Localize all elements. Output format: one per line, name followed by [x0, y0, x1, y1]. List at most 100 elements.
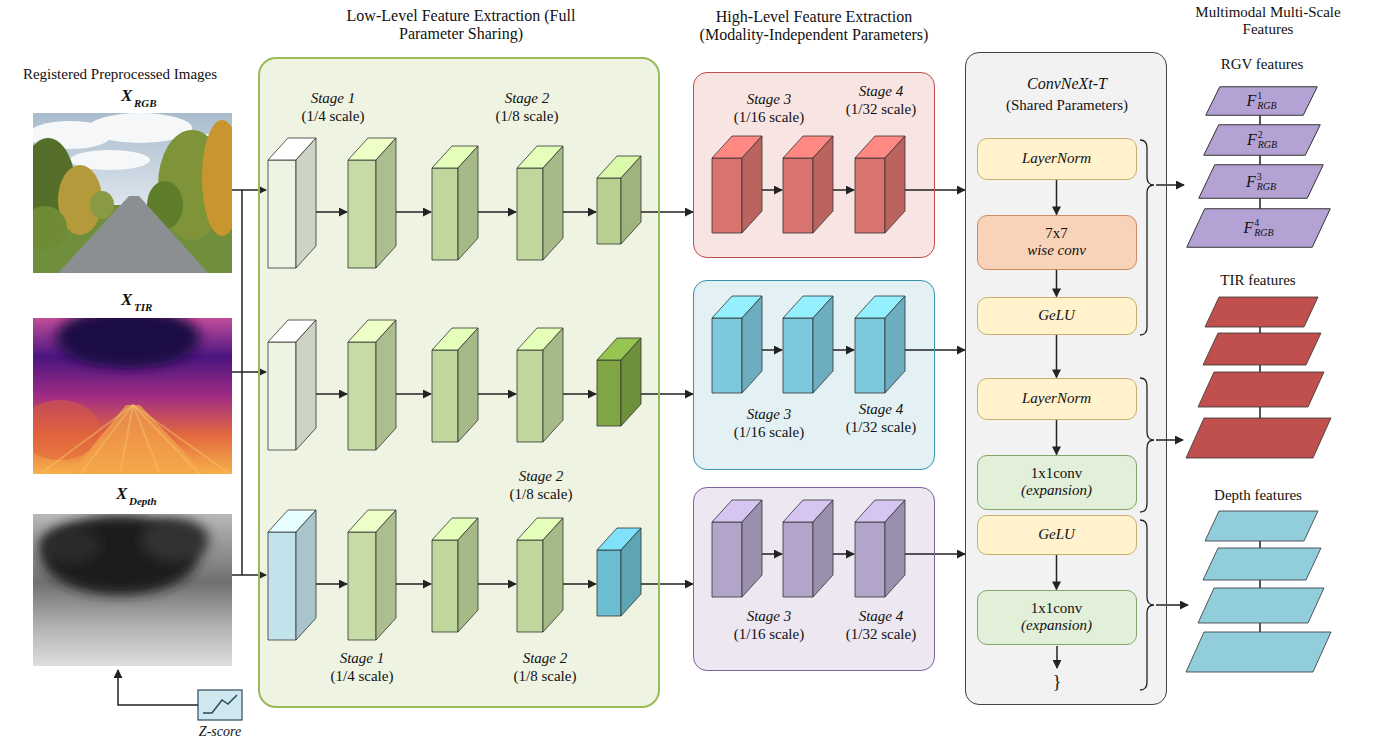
- text-holder: (1/16 scale): [734, 626, 804, 643]
- text-holder: (1/32 scale): [846, 626, 916, 643]
- operation-box: 1x1conv(expansion): [977, 590, 1137, 645]
- label-holder: (1/4 scale): [331, 668, 394, 685]
- input-symbol: X: [116, 484, 127, 504]
- block-top: [855, 500, 905, 522]
- normalization-label: Z-score: [199, 724, 241, 740]
- sky: [33, 113, 232, 273]
- stage-arrow: [762, 349, 782, 351]
- feature-scale: 2: [1258, 130, 1263, 140]
- input-subscript: TIR: [134, 301, 152, 314]
- tree: [202, 120, 232, 236]
- depth-ground: [33, 514, 232, 666]
- output-arrow: [1156, 184, 1184, 186]
- input-arrow: [232, 371, 266, 373]
- flow-arrow: [1056, 420, 1058, 455]
- tree: [33, 206, 67, 250]
- block-front: [348, 160, 376, 268]
- operation-note: (expansion): [1021, 482, 1092, 499]
- block-side: [458, 146, 478, 260]
- curly-brace: [1140, 140, 1154, 335]
- block-top: [712, 136, 762, 158]
- block-front: [712, 522, 742, 597]
- stage-label: Stage 3: [747, 91, 792, 108]
- repeat-arrow: [1056, 646, 1058, 668]
- block-top: [712, 500, 762, 522]
- text-holder: RGB: [1258, 140, 1277, 150]
- block-front: [268, 160, 296, 268]
- flow-arrow: [935, 189, 965, 191]
- input-heading: Registered Preprocessed Images: [23, 66, 217, 83]
- block-top: [432, 146, 478, 168]
- block-top: [712, 296, 762, 318]
- stage-arrow: [833, 349, 854, 351]
- operation-name: 7x7: [1045, 225, 1068, 242]
- stage-label: Stage 4: [859, 83, 904, 100]
- stage-arrow: [478, 393, 516, 395]
- stage-arrow: [762, 189, 782, 191]
- text-holder: 3: [1257, 172, 1262, 182]
- scale-label: (1/4 scale): [302, 108, 365, 125]
- label-holder: X: [121, 290, 132, 310]
- stage-label: Stage 2: [523, 650, 568, 667]
- stage-arrow: [316, 211, 347, 213]
- input-wire: [241, 190, 243, 575]
- flow-arrow: [1056, 335, 1058, 378]
- label-holder: RGV features: [1221, 56, 1304, 73]
- feature-scale: 4: [1254, 218, 1259, 228]
- text-holder: Stage 3: [747, 91, 792, 108]
- rgb-feature-map: F2RGB: [1203, 124, 1321, 156]
- zscore-arrow: [118, 670, 198, 705]
- convnext-panel: ConvNeXt-T(Shared Parameters)LayerNorm7x…: [965, 52, 1167, 705]
- label-holder: Z-score: [199, 724, 241, 740]
- stage-label: Stage 2: [505, 90, 550, 107]
- block-note: (Shared Parameters): [1006, 97, 1128, 114]
- stage-arrow: [396, 211, 431, 213]
- label-holder: Depth: [129, 495, 157, 508]
- stack-spine: [1259, 307, 1261, 438]
- panel-fills: [258, 52, 1167, 708]
- parallelogram-outline: [1199, 165, 1324, 199]
- text-holder: F: [1247, 131, 1257, 149]
- scale-label: (1/16 scale): [734, 109, 804, 126]
- rgb-photo: [33, 113, 232, 273]
- block-top: [517, 328, 563, 350]
- label-holder: X: [121, 86, 132, 106]
- block-side: [543, 146, 563, 260]
- stage-arrow: [563, 583, 596, 585]
- block-top: [268, 138, 316, 160]
- warm-patch: [33, 400, 100, 460]
- tir-branch-panel: Stage 3(1/16 scale)Stage 4(1/32 scale): [693, 280, 935, 470]
- rgb-feature-map: F1RGB: [1205, 86, 1318, 116]
- operation-note: (expansion): [1021, 617, 1092, 634]
- grass: [33, 205, 232, 273]
- stage-arrow: [641, 583, 660, 585]
- flow-arrow: [1056, 555, 1058, 590]
- panel-fill: [693, 487, 935, 671]
- block-side: [296, 138, 316, 268]
- scale-label: (1/4 scale): [331, 668, 394, 685]
- depth-image: [33, 514, 232, 666]
- input-symbol: X: [121, 290, 132, 310]
- label-holder: TIR: [134, 301, 152, 314]
- label-holder: (1/8 scale): [514, 668, 577, 685]
- stage-arrow: [833, 189, 854, 191]
- flow-arrow: [1056, 270, 1058, 297]
- block-top: [783, 500, 833, 522]
- thermal-streak: [133, 405, 230, 474]
- block-side: [621, 528, 641, 616]
- stage-arrow: [478, 583, 516, 585]
- stage-label: Stage 1: [340, 650, 385, 667]
- stage-label: Stage 2: [519, 468, 564, 485]
- block-side: [885, 500, 905, 597]
- label-holder: (1/4 scale): [302, 108, 365, 125]
- tree: [58, 165, 102, 235]
- operation-box: GeLU: [977, 297, 1137, 335]
- flow-arrow: [1056, 180, 1058, 215]
- operation-note: wise conv: [1027, 242, 1086, 259]
- thermal-streak: [133, 405, 160, 474]
- block-front: [855, 522, 885, 597]
